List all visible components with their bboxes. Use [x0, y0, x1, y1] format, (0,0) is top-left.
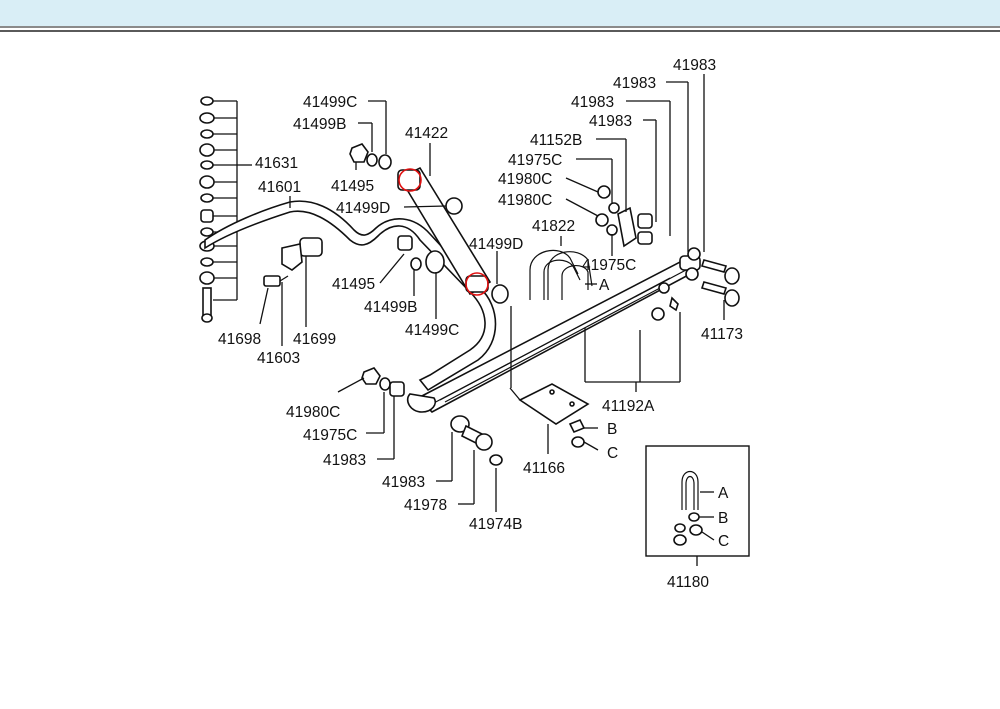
label-c-main[interactable]: C [607, 445, 618, 462]
label-41499d[interactable]: 41499D [336, 200, 390, 217]
header-divider-dark [0, 30, 1000, 32]
label-41499b-lower[interactable]: 41499B [364, 299, 417, 316]
label-41499c[interactable]: 41499C [303, 94, 357, 111]
label-41983-3[interactable]: 41983 [571, 94, 614, 111]
u-bolt [529, 236, 597, 300]
stabilizer-bar [204, 196, 497, 392]
label-41495-lower[interactable]: 41495 [332, 276, 375, 293]
label-a-box[interactable]: A [718, 485, 729, 502]
label-b-box[interactable]: B [718, 510, 728, 527]
label-41983-2[interactable]: 41983 [613, 75, 656, 92]
label-41975c[interactable]: 41975C [508, 152, 562, 169]
label-41983-6[interactable]: 41983 [382, 474, 425, 491]
label-41980c-3[interactable]: 41980C [286, 404, 340, 421]
label-41192a[interactable]: 41192A [602, 398, 655, 415]
leaf-spring [406, 255, 701, 413]
label-a-main[interactable]: A [599, 277, 610, 294]
label-41983-4[interactable]: 41983 [589, 113, 632, 130]
label-41495[interactable]: 41495 [331, 178, 374, 195]
label-41978[interactable]: 41978 [404, 497, 447, 514]
label-41499c-lower[interactable]: 41499C [405, 322, 459, 339]
label-41975c-3[interactable]: 41975C [303, 427, 357, 444]
label-41974b[interactable]: 41974B [469, 516, 522, 533]
label-41152b[interactable]: 41152B [530, 132, 582, 149]
label-41822[interactable]: 41822 [532, 218, 575, 235]
label-c-box[interactable]: C [718, 533, 729, 550]
label-b-main[interactable]: B [607, 421, 617, 438]
label-41980c[interactable]: 41980C [498, 171, 552, 188]
label-41983-top[interactable]: 41983 [673, 57, 716, 74]
u-bolt-kit-inset [645, 445, 750, 566]
label-41699[interactable]: 41699 [293, 331, 336, 348]
label-41499d-lower[interactable]: 41499D [469, 236, 523, 253]
label-41601[interactable]: 41601 [258, 179, 301, 196]
front-eye-bolt-group [337, 367, 503, 512]
label-41980c-2[interactable]: 41980C [498, 192, 552, 209]
window-header-bar [0, 0, 1000, 26]
label-41180[interactable]: 41180 [667, 574, 709, 591]
highlight-ring-upper [398, 168, 422, 192]
header-divider [0, 26, 1000, 28]
rear-shackle-group [565, 74, 740, 320]
part-labels: 41499C 41499B 41422 41495 41499D 41631 4… [218, 57, 743, 591]
label-41983-5[interactable]: 41983 [323, 452, 366, 469]
highlight-ring-lower [465, 272, 489, 296]
leader-lines [259, 100, 512, 388]
label-41603[interactable]: 41603 [257, 350, 300, 367]
shock-absorber [349, 143, 509, 304]
label-41173[interactable]: 41173 [701, 326, 743, 343]
label-41631[interactable]: 41631 [255, 155, 298, 172]
label-41698[interactable]: 41698 [218, 331, 261, 348]
label-41166[interactable]: 41166 [523, 460, 565, 477]
label-41422[interactable]: 41422 [405, 125, 448, 142]
label-41499b[interactable]: 41499B [293, 116, 346, 133]
label-41975c-2[interactable]: 41975C [582, 257, 636, 274]
spring-seat-plate [509, 383, 599, 454]
bushing-stack-41631 [199, 96, 252, 323]
